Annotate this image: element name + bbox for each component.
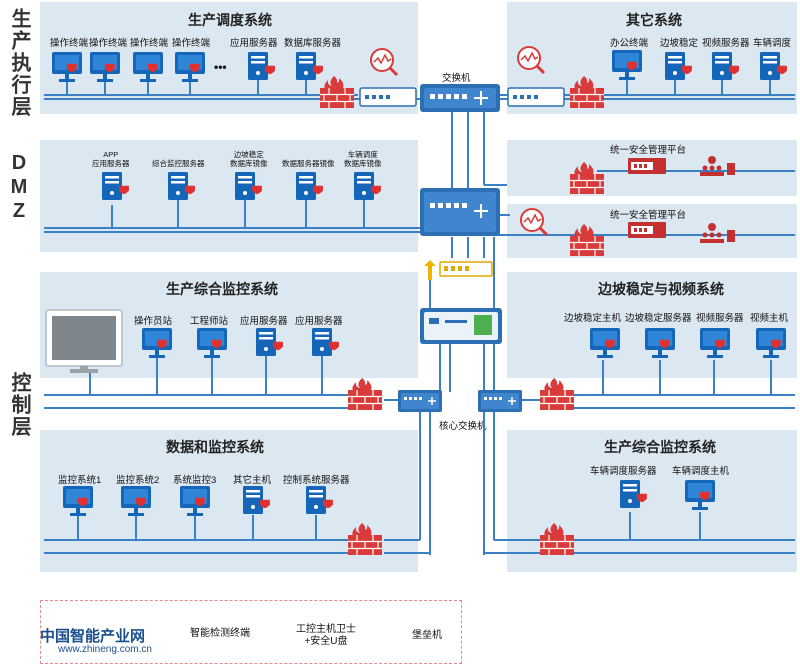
device-label: 视频主机	[750, 313, 789, 324]
device-label: 边坡稳定服务器	[625, 313, 692, 324]
device-label: 视频服务器	[696, 313, 744, 324]
legend-detect-label: 智能检测终端	[190, 628, 250, 639]
device-label: 应用服务器	[230, 38, 278, 49]
device-label: 操作终端	[89, 38, 128, 49]
device-label: 车辆调度数据库镜像	[344, 150, 382, 168]
zone-title-monitor-top: 生产综合监控系统	[166, 281, 278, 297]
zone-title-data-monitor: 数据和监控系统	[166, 439, 264, 455]
mgmt-platform-label: 统一安全管理平台	[610, 145, 687, 156]
device-label: 操作终端	[130, 38, 169, 49]
device-label: 操作员站	[134, 316, 173, 327]
device-label: 数据库服务器	[284, 38, 342, 49]
zone-title-other: 其它系统	[626, 12, 682, 28]
zone-title-slope: 边坡稳定与视频系统	[598, 281, 724, 297]
device-label: 控制系统服务器	[283, 475, 350, 486]
legend-box	[40, 600, 462, 664]
layer-label-control: 控制层	[8, 372, 30, 438]
device-label: 应用服务器	[295, 316, 343, 327]
device-label: 数据服务器镜像	[282, 159, 335, 168]
device-label: 系统监控3	[173, 475, 217, 486]
zone-title-dispatch: 生产调度系统	[188, 12, 272, 28]
layer-label-exec: 生产执行层	[8, 8, 30, 118]
ellipsis: •••	[214, 60, 227, 74]
device-label: 监控系统2	[116, 475, 160, 486]
watermark-url: www.zhineng.com.cn	[58, 644, 152, 655]
device-label: 车辆调度	[753, 38, 792, 49]
device-label: 车辆调度服务器	[590, 466, 657, 477]
switch-label: 交换机	[442, 73, 471, 84]
device-label: 操作终端	[50, 38, 89, 49]
device-label: 其它主机	[233, 475, 272, 486]
device-label: 监控系统1	[58, 475, 102, 486]
zone-title-monitor-bottom: 生产综合监控系统	[604, 439, 716, 455]
core-switch-label: 核心交换机	[439, 421, 487, 432]
device-label: 边坡稳定数据库镜像	[230, 150, 268, 168]
device-label: 边坡稳定	[660, 38, 699, 49]
watermark-logo: 中国智能产业网	[40, 628, 146, 645]
device-label: 车辆调度主机	[672, 466, 730, 477]
device-label: 视频服务器	[702, 38, 750, 49]
legend-guard-label: 工控主机卫士+安全U盘	[296, 624, 356, 647]
device-label: 综合监控服务器	[152, 159, 205, 168]
legend-bastion-label: 堡垒机	[412, 630, 442, 641]
mgmt-platform-label: 统一安全管理平台	[610, 210, 687, 221]
device-label: 操作终端	[172, 38, 211, 49]
device-label: 工程师站	[190, 316, 229, 327]
device-label: 应用服务器	[240, 316, 288, 327]
layer-label-dmz: DMZ	[8, 152, 30, 224]
device-label: 边坡稳定主机	[564, 313, 622, 324]
device-label: 办公终端	[610, 38, 649, 49]
zone-slope	[507, 272, 797, 378]
